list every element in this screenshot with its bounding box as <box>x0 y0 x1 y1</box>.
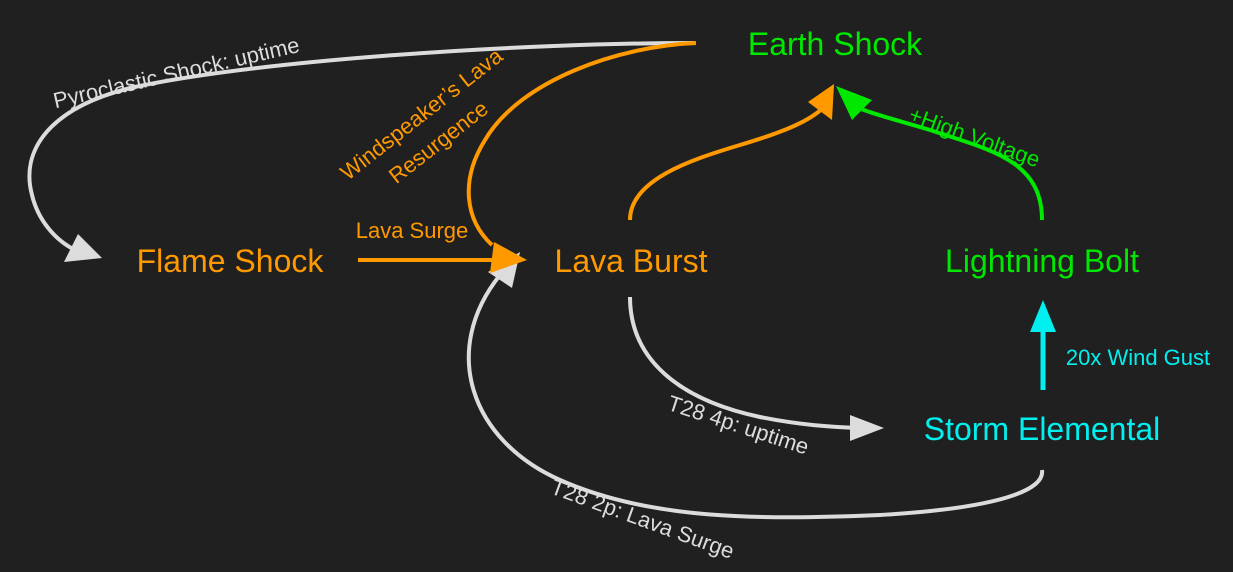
label-t28-4p: T28 4p: uptime <box>665 390 812 459</box>
arrowhead-earth-from-lava <box>808 84 834 120</box>
arrowhead-lava-burst <box>490 242 527 273</box>
arrowhead-flame-shock <box>64 234 102 262</box>
node-lightning-bolt: Lightning Bolt <box>945 243 1139 279</box>
label-t28-2p: T28 2p: Lava Surge <box>547 474 737 564</box>
edge-lava-to-earth <box>628 106 825 221</box>
label-wind-gust: 20x Wind Gust <box>1066 345 1210 370</box>
edge-lava-to-storm <box>628 296 861 430</box>
label-lava-surge: Lava Surge <box>356 218 469 243</box>
edge-earth-to-flame <box>27 41 695 252</box>
edge-lightning-to-earth <box>849 102 1044 221</box>
arrowhead-lightning-bolt <box>1030 300 1056 332</box>
edge-earth-to-lava-windspeaker <box>466 41 697 247</box>
edge-storm-to-lava <box>466 273 1045 520</box>
arrowhead-storm-elemental <box>850 415 884 441</box>
label-high-voltage: +High Voltage <box>906 102 1044 173</box>
node-storm-elemental: Storm Elemental <box>924 411 1161 447</box>
arrowhead-earth-from-lightning <box>836 86 872 120</box>
node-earth-shock: Earth Shock <box>748 26 923 62</box>
label-pyroclastic-shock: Pyroclastic Shock: uptime <box>51 32 302 113</box>
node-lava-burst: Lava Burst <box>555 243 708 279</box>
node-flame-shock: Flame Shock <box>137 243 325 279</box>
